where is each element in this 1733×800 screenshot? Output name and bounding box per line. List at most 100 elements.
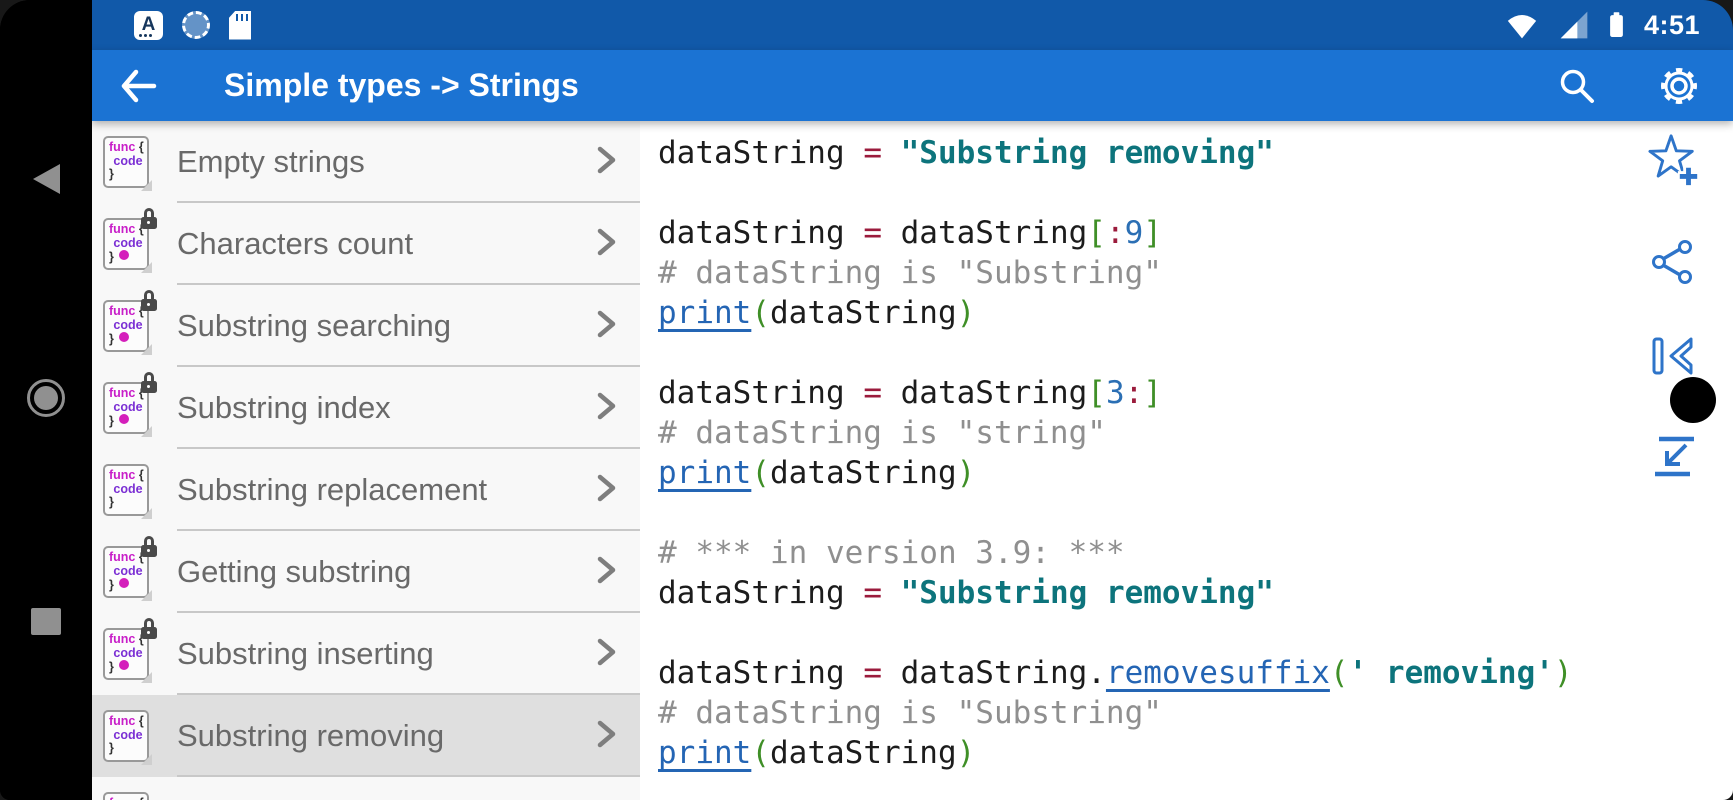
code-line: print(dataString) (658, 293, 1733, 333)
code-token: dataString (658, 655, 864, 691)
code-line: # dataString is "Substring" (658, 253, 1733, 293)
code-line: dataString = dataString[:9] (658, 213, 1733, 253)
code-token: = (863, 655, 901, 691)
function-doc-icon: func {code} (103, 790, 151, 800)
code-token: ) (956, 455, 976, 491)
skip-to-start-icon[interactable] (1650, 334, 1698, 387)
list-item[interactable]: func {code} (92, 777, 640, 800)
code-token: dataString (658, 375, 864, 411)
recents-icon[interactable] (0, 608, 92, 635)
chevron-right-icon (588, 306, 624, 347)
code-line (658, 173, 1733, 213)
row-divider (177, 693, 640, 695)
folded-corner (141, 262, 152, 273)
code-token: = (863, 215, 901, 251)
status-bar: A 4:51 (92, 0, 1733, 50)
folded-corner (141, 344, 152, 355)
list-item[interactable]: func {code}Characters count (92, 203, 640, 285)
clock-time: 4:51 (1643, 9, 1700, 40)
code-token: ] (1143, 375, 1162, 411)
chevron-right-icon (588, 716, 624, 757)
folded-corner (141, 508, 152, 519)
code-token: ( (1329, 655, 1349, 691)
list-item[interactable]: func {code} Empty strings (92, 121, 640, 203)
code-token: "Substring removing" (900, 135, 1274, 171)
settings-gear-icon[interactable] (1651, 58, 1707, 114)
collapse-down-icon[interactable] (1650, 433, 1698, 486)
code-token[interactable]: print (658, 295, 752, 331)
list-item[interactable]: func {code} Substring inserting (92, 613, 640, 695)
code-token: : (1105, 215, 1125, 251)
folded-corner (141, 590, 152, 601)
code-line: # dataString is "string" (658, 413, 1733, 453)
code-token: ) (956, 735, 976, 771)
function-doc-icon: func {code} (103, 618, 157, 683)
app-bar: Simple types -> Strings (92, 50, 1733, 121)
search-icon[interactable] (1549, 58, 1605, 114)
function-doc-icon: func {code} (103, 208, 157, 273)
lock-icon (141, 536, 157, 557)
code-token: 3 (1105, 375, 1125, 411)
code-token[interactable]: removesuffix (1105, 655, 1330, 691)
list-item-label: Getting substring (177, 554, 412, 589)
code-token: . (1087, 655, 1106, 691)
list-item[interactable]: func {code}Substring index (92, 367, 640, 449)
share-icon[interactable] (1649, 238, 1697, 291)
code-line: print(dataString) (658, 733, 1733, 773)
chevron-right-icon (588, 634, 624, 675)
code-line (658, 613, 1733, 653)
function-doc-icon: func {code} (103, 372, 157, 437)
chevron-right-icon (588, 388, 624, 429)
progress-dot (118, 660, 129, 670)
code-token: ] (1143, 215, 1162, 251)
lock-icon (141, 618, 157, 639)
row-divider (177, 775, 640, 777)
code-line (658, 333, 1733, 373)
back-arrow-icon[interactable] (110, 58, 166, 114)
android-nav-bar (0, 0, 92, 800)
function-doc-icon: func {code} (103, 134, 152, 191)
list-item[interactable]: func {code} Getting substring (92, 531, 640, 613)
a-app-icon: A (134, 10, 163, 40)
page-title: Simple types -> Strings (224, 67, 579, 103)
list-item[interactable]: func {code}Substring removing (92, 695, 640, 777)
home-icon[interactable] (0, 379, 92, 417)
code-token[interactable]: print (658, 455, 752, 491)
function-doc-icon: func {code} (103, 536, 157, 601)
list-item-label: Substring removing (177, 718, 445, 753)
code-token: # *** in version 3.9: *** (658, 535, 1125, 571)
code-token: : (1124, 375, 1144, 411)
code-line (658, 493, 1733, 533)
code-token[interactable]: print (658, 735, 752, 771)
code-token: dataString (770, 295, 957, 331)
code-token: # dataString is "Substring" (658, 255, 1162, 291)
topic-list[interactable]: func {code} Empty strings func {code}Chara… (92, 121, 640, 800)
folded-corner (141, 754, 152, 765)
code-line: # *** in version 3.9: *** (658, 533, 1733, 573)
code-panel[interactable]: dataString = "Substring removing" dataStr… (640, 121, 1733, 800)
wifi-icon (1507, 15, 1537, 39)
code-token: = (863, 135, 901, 171)
code-token: # dataString is "Substring" (658, 695, 1162, 731)
row-divider (177, 365, 640, 367)
list-item-label: Substring searching (177, 308, 451, 343)
code-line: # dataString is "Substring" (658, 693, 1733, 733)
list-item-label: Substring replacement (177, 472, 488, 507)
list-item-label: Substring inserting (177, 636, 434, 671)
code-token: dataString (770, 455, 957, 491)
progress-dot (118, 414, 129, 424)
battery-icon (1610, 12, 1623, 38)
lock-icon (141, 290, 157, 311)
progress-dot (118, 250, 129, 260)
star-add-icon[interactable] (1645, 132, 1703, 195)
list-item-label: Empty strings (177, 144, 365, 179)
folded-corner (141, 672, 152, 683)
code-token: 9 (1124, 215, 1144, 251)
progress-dot (118, 578, 129, 588)
back-icon[interactable] (0, 164, 92, 194)
chevron-right-icon (588, 224, 624, 265)
list-item[interactable]: func {code}Substring replacement (92, 449, 640, 531)
cell-signal-icon (1560, 11, 1588, 39)
sdcard-icon (229, 10, 251, 40)
list-item[interactable]: func {code}Substring searching (92, 285, 640, 367)
